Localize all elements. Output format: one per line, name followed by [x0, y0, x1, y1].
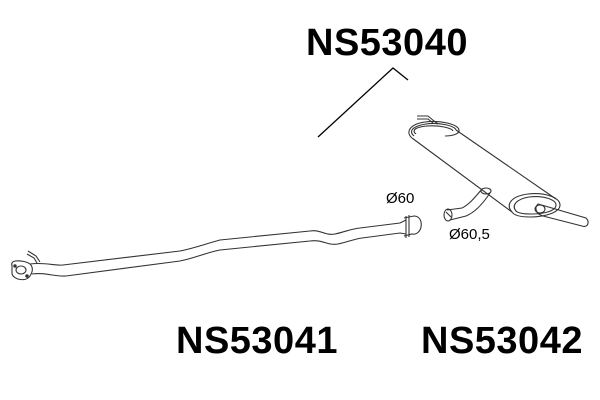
assembly-part-number: NS53040 [306, 22, 468, 64]
rear-silencer-drawing [408, 115, 589, 227]
silencer-inlet-diameter-label: Ø60,5 [449, 226, 490, 243]
front-pipe-diameter-label: Ø60 [386, 190, 415, 207]
rear-silencer-part-number: NS53042 [421, 320, 583, 362]
front-pipe-drawing [11, 215, 422, 281]
assembly-leader-line [317, 67, 409, 138]
front-pipe-part-number: NS53041 [176, 320, 338, 362]
